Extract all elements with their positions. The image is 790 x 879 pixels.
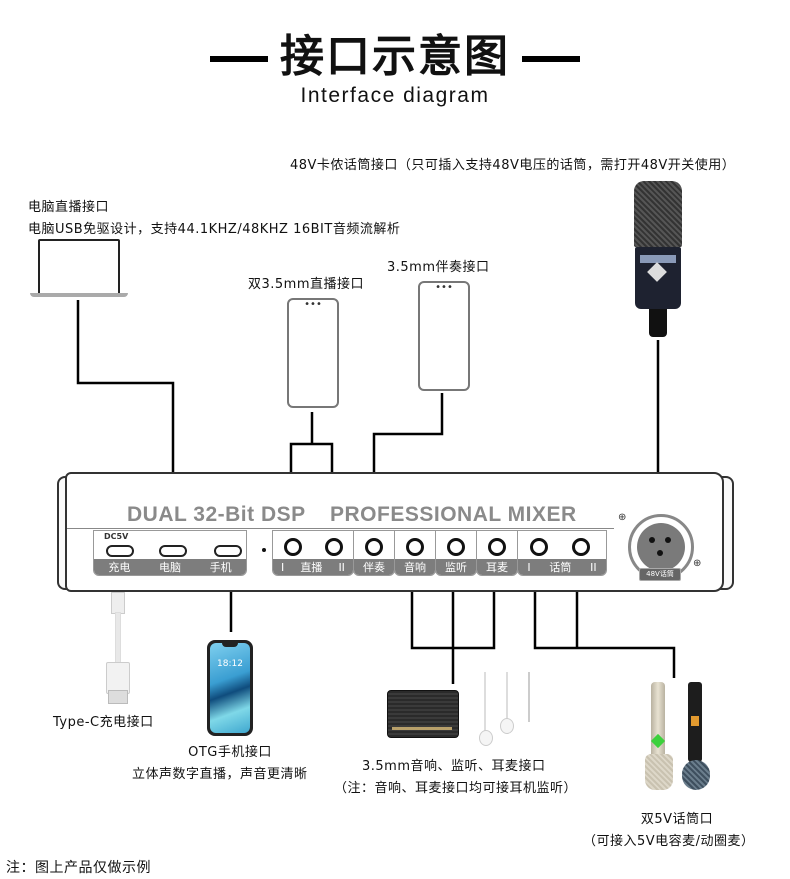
- xlr-badge: 48V话筒: [639, 568, 681, 581]
- earphones-illustration: [479, 672, 532, 747]
- title-dash-right: [522, 56, 580, 62]
- usb-c-port-charge[interactable]: [106, 545, 134, 557]
- dual-live-callout-title: 双3.5mm直播接口: [248, 277, 365, 292]
- label-live-ii: II: [338, 560, 345, 574]
- page-title: 接口示意图: [0, 20, 790, 84]
- port-label-charge: 充电: [108, 561, 131, 574]
- xlr-pin: [657, 550, 663, 556]
- title-text: 接口示意图: [280, 31, 510, 82]
- mic-connector: [649, 309, 667, 337]
- laptop-base: [30, 293, 128, 297]
- smartphone-illustration: 18:12: [207, 640, 253, 736]
- page-subtitle: Interface diagram: [300, 84, 490, 107]
- dual-mic-callout-title: 双5V话筒口: [640, 812, 714, 827]
- label-live-i: I: [281, 560, 285, 574]
- live-jack-labels: I 直播 II: [273, 559, 353, 575]
- label-accompaniment: 伴奏: [363, 561, 385, 574]
- accompaniment-jack-panel: 伴奏: [353, 530, 395, 576]
- condenser-mic-callout-title: 48V卡侬话筒接口（只可插入支持48V电压的话筒，需打开48V开关使用）: [290, 158, 736, 173]
- label-speaker: 音响: [404, 561, 426, 574]
- usb-c-port-phone[interactable]: [214, 545, 242, 557]
- live-jack-panel: I 直播 II: [272, 530, 354, 576]
- mic-grille: [634, 181, 682, 247]
- xlr-pin: [665, 537, 671, 543]
- panel-divider: [67, 528, 614, 529]
- jack-monitor[interactable]: [447, 538, 465, 556]
- label-mic-i: I: [527, 560, 531, 574]
- otg-callout-detail: 立体声数字直播，声音更清晰: [132, 767, 308, 782]
- title-dash-left: [210, 56, 268, 62]
- jack-mic-i[interactable]: [530, 538, 548, 556]
- phone-notch: [222, 643, 238, 647]
- laptop-illustration: [30, 239, 128, 299]
- laptop-screen: [38, 239, 120, 295]
- phone-clock: 18:12: [217, 659, 243, 669]
- wire-computer: [76, 300, 175, 540]
- port-label-phone: 手机: [209, 561, 232, 574]
- jack-accompaniment[interactable]: [365, 538, 383, 556]
- condenser-handheld-mic-illustration: [643, 682, 675, 790]
- screw-icon: ⊕: [693, 558, 702, 569]
- usb-cable-illustration: [104, 592, 130, 704]
- jack-mic-ii[interactable]: [572, 538, 590, 556]
- mixer-device: DUAL 32-Bit DSP PROFESSIONAL MIXER DC5V …: [57, 470, 734, 592]
- otg-callout-title: OTG手机接口: [188, 745, 272, 760]
- computer-callout-title: 电脑直播接口: [28, 200, 110, 215]
- jack-headset[interactable]: [488, 538, 506, 556]
- speaker-illustration: [387, 690, 459, 738]
- usb-port-panel: DC5V 充电 电脑 手机: [93, 530, 247, 576]
- headset-jack-panel: 耳麦: [476, 530, 518, 576]
- jack-speaker[interactable]: [406, 538, 424, 556]
- label-mic-ii: II: [590, 560, 597, 574]
- dynamic-mic-illustration: [680, 682, 712, 790]
- mic-logo-icon: [647, 262, 667, 282]
- label-live: 直播: [300, 561, 323, 574]
- mic-display: [691, 716, 699, 726]
- mic-body: [635, 247, 681, 309]
- audio-out-callout-title: 3.5mm音响、监听、耳麦接口: [362, 759, 546, 774]
- condenser-mic-illustration: [634, 181, 682, 339]
- audio-out-callout-detail: （注：音响、耳麦接口均可接耳机监听）: [334, 781, 578, 796]
- phone-notch-icon: •••: [304, 299, 322, 310]
- phone-outline-accompaniment: •••: [418, 281, 470, 391]
- phone-notch-icon: •••: [435, 282, 453, 293]
- jack-live-i[interactable]: [284, 538, 302, 556]
- label-headset: 耳麦: [486, 561, 508, 574]
- usb-c-port-computer[interactable]: [159, 545, 187, 557]
- brand-right: PROFESSIONAL MIXER: [330, 503, 577, 526]
- brand-left: DUAL 32-Bit DSP: [127, 503, 306, 526]
- computer-callout-detail: 电脑USB免驱设计，支持44.1KHZ/48KHZ 16BIT音频流解析: [28, 222, 401, 237]
- phone-outline-live: •••: [287, 298, 339, 408]
- dc5v-label: DC5V: [104, 532, 129, 541]
- footer-note: 注：图上产品仅做示例: [6, 860, 151, 876]
- label-mic: 话筒: [549, 561, 572, 574]
- jack-live-ii[interactable]: [325, 538, 343, 556]
- mic-jack-panel: I 话筒 II: [517, 530, 607, 576]
- phone-screen: 18:12: [210, 643, 250, 733]
- port-label-computer: 电脑: [158, 561, 181, 574]
- dual-mic-callout-detail: （可接入5V电容麦/动圈麦）: [583, 834, 755, 849]
- xlr-pin: [649, 537, 655, 543]
- speaker-jack-panel: 音响: [394, 530, 436, 576]
- wire-mic: [533, 586, 676, 678]
- screw-icon: ⊕: [618, 512, 627, 523]
- mic-jack-labels: I 话筒 II: [518, 559, 606, 575]
- monitor-jack-panel: 监听: [435, 530, 477, 576]
- usb-port-labels: 充电 电脑 手机: [94, 559, 246, 575]
- charging-callout-title: Type-C充电接口: [53, 715, 154, 730]
- indicator-dot: [262, 548, 266, 552]
- label-monitor: 监听: [445, 561, 467, 574]
- accompaniment-callout-title: 3.5mm伴奏接口: [387, 260, 490, 275]
